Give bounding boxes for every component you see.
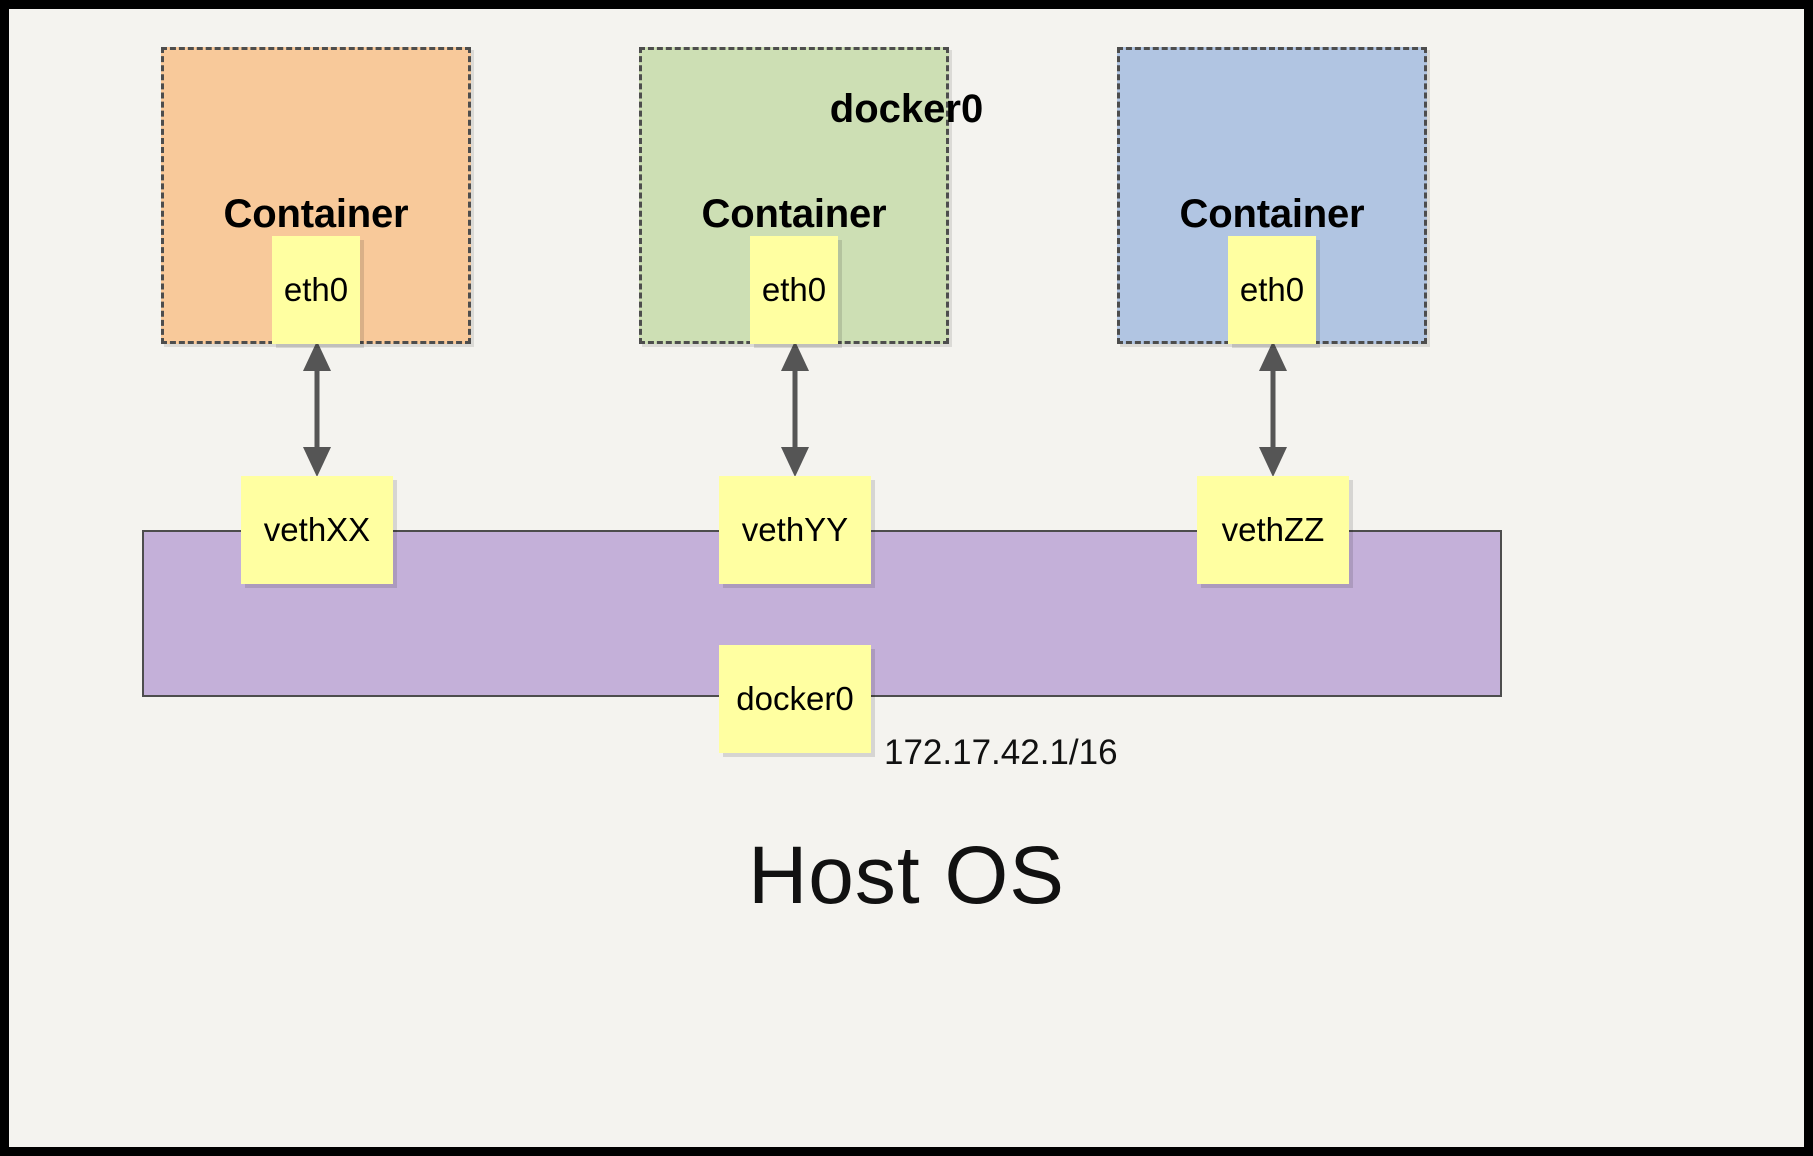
docker0-interface-box: docker0 — [719, 645, 871, 753]
eth0-box-3: eth0 — [1228, 236, 1316, 344]
link-arrow-1 — [303, 341, 331, 477]
container-title-1: Container — [223, 192, 409, 236]
container-title-3: Container — [1179, 192, 1365, 236]
veth-box-3: vethZZ — [1197, 476, 1349, 584]
eth0-label-2: eth0 — [761, 271, 827, 308]
link-arrow-3 — [1259, 341, 1287, 477]
host-os-label: Host OS — [748, 830, 1065, 921]
docker0-interface-label: docker0 — [736, 680, 854, 717]
veth-box-1: vethXX — [241, 476, 393, 584]
veth-box-2: vethYY — [719, 476, 871, 584]
link-arrow-2 — [781, 341, 809, 477]
veth-label-2: vethYY — [741, 511, 849, 548]
eth0-label-3: eth0 — [1239, 271, 1305, 308]
docker0-bridge-title: docker0 — [829, 87, 984, 131]
veth-label-3: vethZZ — [1221, 511, 1325, 548]
veth-label-1: vethXX — [263, 511, 371, 548]
container-box-3: Container — [1117, 47, 1427, 344]
container-title-2: Container — [701, 192, 887, 236]
eth0-box-2: eth0 — [750, 236, 838, 344]
eth0-box-1: eth0 — [272, 236, 360, 344]
docker0-ip-label: 172.17.42.1/16 — [884, 733, 1118, 772]
diagram-stage: Container eth0 vethXX Container eth0 v — [9, 9, 1804, 1147]
eth0-label-1: eth0 — [283, 271, 349, 308]
